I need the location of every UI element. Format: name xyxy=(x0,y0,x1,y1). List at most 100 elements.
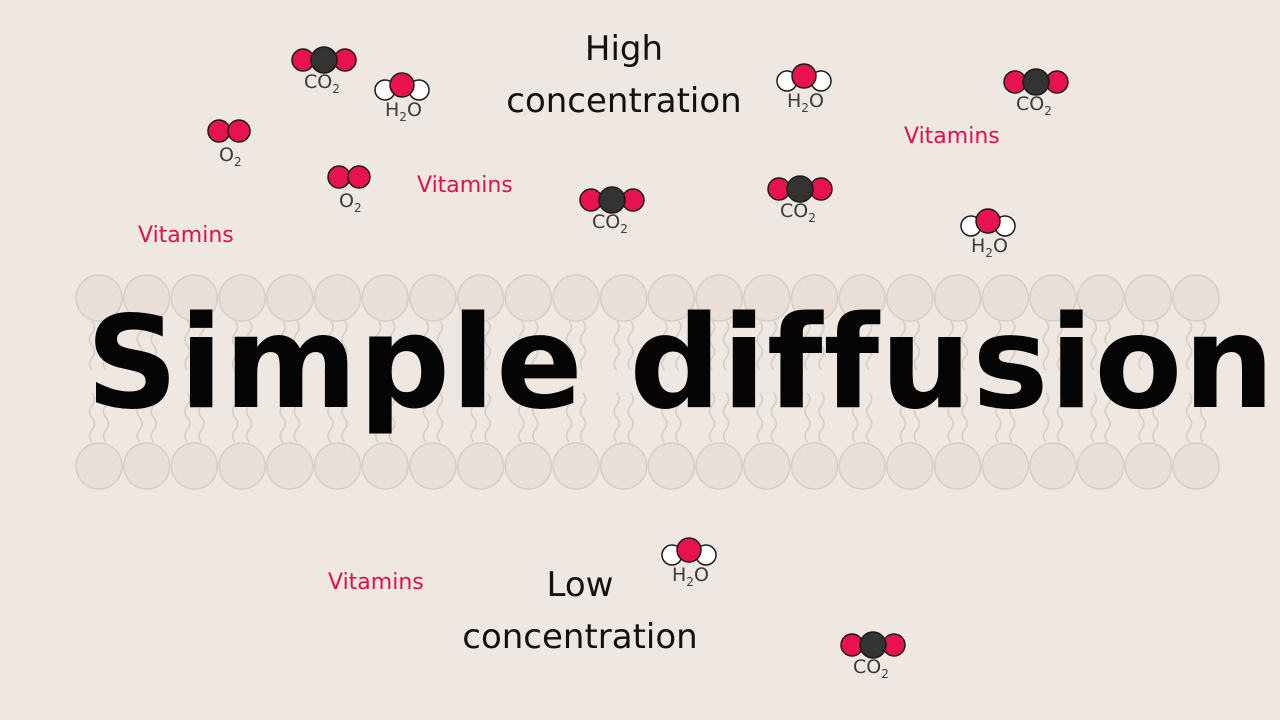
lipid-tail xyxy=(518,392,525,443)
lipid-tail xyxy=(1042,392,1050,443)
lipid-tail xyxy=(661,392,668,443)
h2o-atoms xyxy=(776,63,832,92)
lipid-tail xyxy=(913,320,921,371)
formula-base: H xyxy=(385,99,400,121)
formula-base: CO xyxy=(1016,93,1045,115)
lipid-tail xyxy=(818,320,825,371)
low-label-line1: Low xyxy=(546,565,614,605)
oxygen-atom xyxy=(975,208,1001,234)
lipid-tail xyxy=(341,320,348,371)
lipid-head xyxy=(790,442,839,490)
lipid-tail xyxy=(865,392,873,443)
lipid-head xyxy=(886,442,934,490)
lipid-tail xyxy=(293,392,301,443)
lipid-tail xyxy=(961,392,968,443)
lipid-tail xyxy=(851,392,859,443)
lipid-tail xyxy=(899,320,907,371)
carbon-atom xyxy=(1022,68,1050,96)
lipid-head xyxy=(170,442,219,490)
formula-base: H xyxy=(787,90,802,112)
lipid-tail xyxy=(708,320,716,371)
lipid-tail xyxy=(565,320,573,371)
lipid-tail xyxy=(851,320,859,371)
formula-tail: O xyxy=(406,99,422,121)
lipid-head xyxy=(743,274,791,322)
formula-base: CO xyxy=(853,656,882,678)
lipid-tail xyxy=(1104,392,1111,443)
lipid-head xyxy=(409,442,457,490)
lipid-tail xyxy=(1138,320,1145,371)
formula-subscript: 2 xyxy=(353,200,362,215)
lipid-tail xyxy=(341,392,348,443)
lipid-tail xyxy=(1042,320,1050,371)
high-concentration-label: High concentration xyxy=(488,22,760,129)
co2-atoms xyxy=(291,46,357,74)
lipid-tail xyxy=(136,320,143,371)
oxygen-atom xyxy=(327,165,351,189)
lipid-tail xyxy=(756,392,764,443)
lipid-tail xyxy=(293,320,301,371)
lipid-tail xyxy=(231,392,239,443)
lipid-tail xyxy=(388,320,396,371)
lipid-head xyxy=(886,274,934,322)
lipid-tail xyxy=(102,320,110,371)
h2o-formula: H2O xyxy=(971,235,1008,260)
lipid-head xyxy=(647,442,696,490)
lipid-head xyxy=(981,442,1030,490)
lipid-tail xyxy=(374,392,382,443)
diagram-title: Simple diffusion xyxy=(86,289,1276,438)
formula-base: CO xyxy=(592,211,621,233)
lipid-tail xyxy=(88,392,96,443)
lipid-head xyxy=(361,274,409,322)
lipid-head xyxy=(599,442,648,490)
lipid-tail xyxy=(804,320,811,371)
lipid-head xyxy=(75,274,123,322)
lipid-head xyxy=(743,442,791,490)
lipid-head xyxy=(838,274,886,322)
formula-subscript: 2 xyxy=(332,81,340,96)
lipid-tail xyxy=(150,392,157,443)
lipid-tail xyxy=(995,392,1002,443)
carbon-atom xyxy=(598,186,626,214)
lipid-head xyxy=(218,442,266,490)
lipid-tail xyxy=(1152,320,1159,371)
lipid-tail xyxy=(279,392,287,443)
formula-subscript: 2 xyxy=(881,666,889,681)
lipid-tail xyxy=(961,320,968,371)
lipid-tail xyxy=(88,320,96,371)
lipid-tail xyxy=(422,392,430,443)
formula-tail: O xyxy=(992,235,1008,257)
lipid-head xyxy=(647,274,696,322)
lipid-tail xyxy=(1104,320,1111,371)
lipid-head xyxy=(75,442,123,490)
lipid-head xyxy=(504,442,553,490)
lipid-tail xyxy=(913,392,921,443)
lipid-head xyxy=(1076,442,1125,490)
lipid-tail xyxy=(532,320,539,371)
formula-tail: O xyxy=(693,564,709,586)
lipid-tail xyxy=(374,320,382,371)
lipid-tail xyxy=(865,320,873,371)
lipid-head xyxy=(266,274,314,322)
lipid-head xyxy=(266,442,314,490)
lipid-tails xyxy=(88,320,1207,443)
lipid-head xyxy=(552,442,600,490)
lipid-tail xyxy=(484,320,491,371)
lipid-tail xyxy=(675,320,682,371)
formula-base: CO xyxy=(304,71,333,93)
lipid-head xyxy=(1172,442,1220,490)
lipid-tail xyxy=(1009,320,1016,371)
lipid-head xyxy=(1124,442,1173,490)
lipid-tail xyxy=(613,392,620,443)
lipid-tail xyxy=(722,320,730,371)
formula-subscript: 2 xyxy=(620,221,628,236)
lipid-head xyxy=(790,274,839,322)
lipid-tail xyxy=(1056,392,1064,443)
vitamins-label: Vitamins xyxy=(328,570,424,595)
lipid-tail xyxy=(1138,392,1145,443)
lipid-tail xyxy=(279,320,287,371)
lipid-head xyxy=(695,442,743,490)
lipid-head xyxy=(122,274,171,322)
high-label-line2: concentration xyxy=(506,81,742,122)
lipid-tail xyxy=(184,392,191,443)
